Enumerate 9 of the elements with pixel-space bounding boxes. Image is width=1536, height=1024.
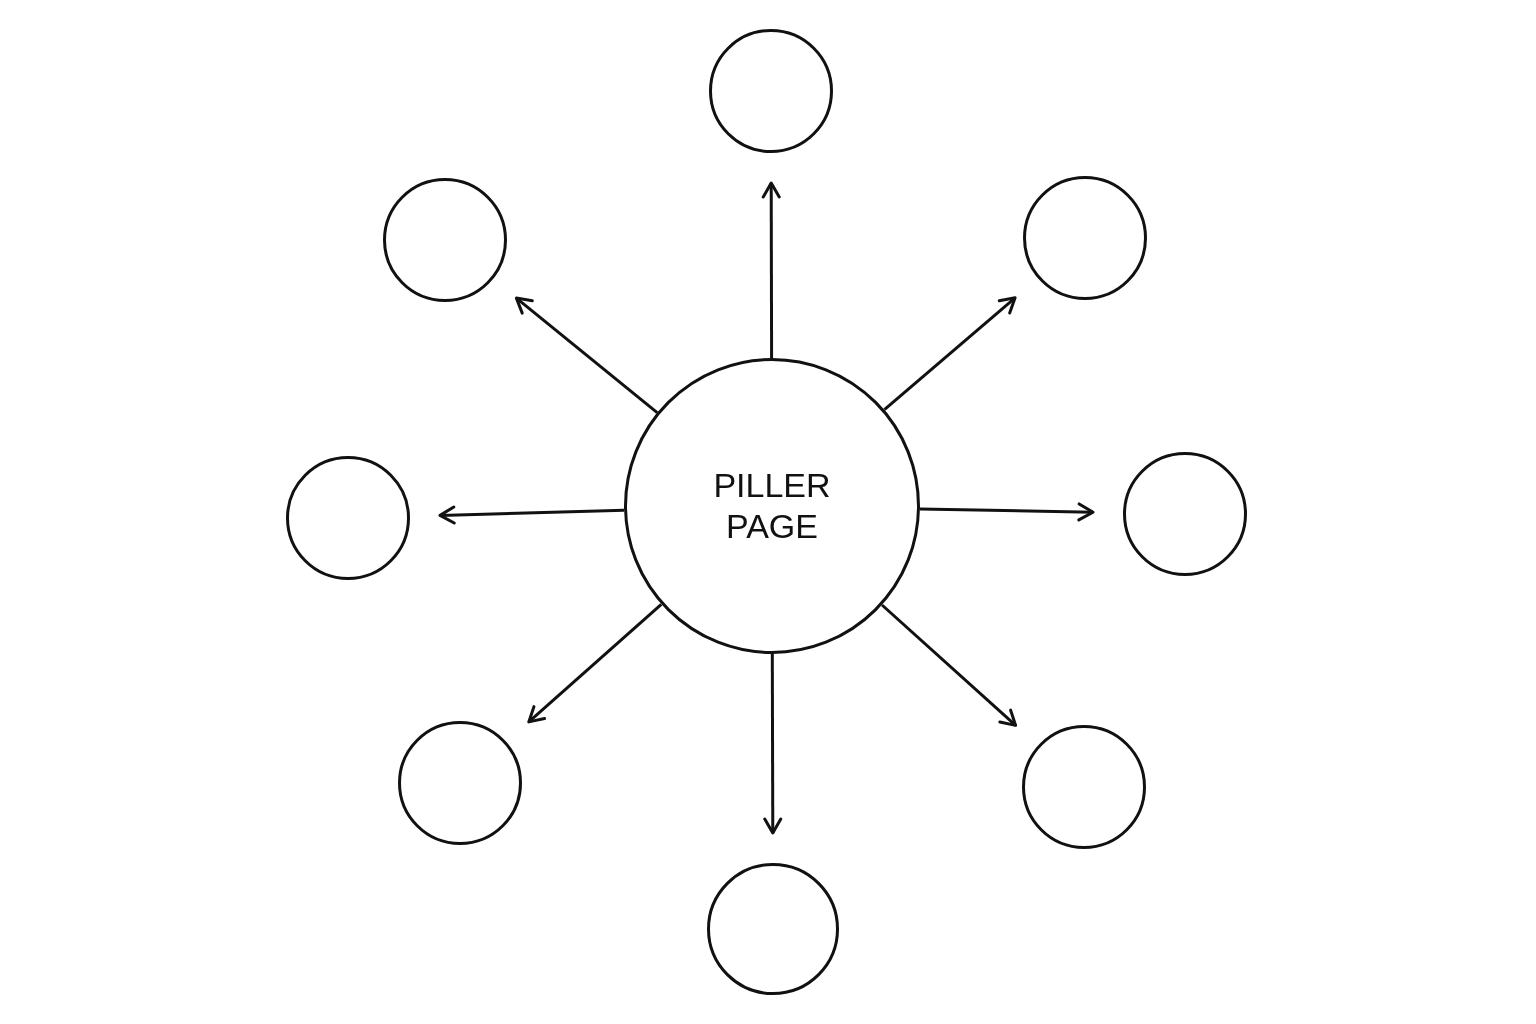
- arrow: [881, 603, 1018, 727]
- arrow: [527, 603, 663, 724]
- arrow: [438, 505, 625, 525]
- arrow: [919, 502, 1095, 522]
- arrow: [883, 296, 1017, 411]
- arrow: [514, 296, 659, 414]
- arrow: [763, 654, 783, 835]
- arrow: [761, 181, 781, 358]
- node-label: PILLER PAGE: [712, 465, 832, 547]
